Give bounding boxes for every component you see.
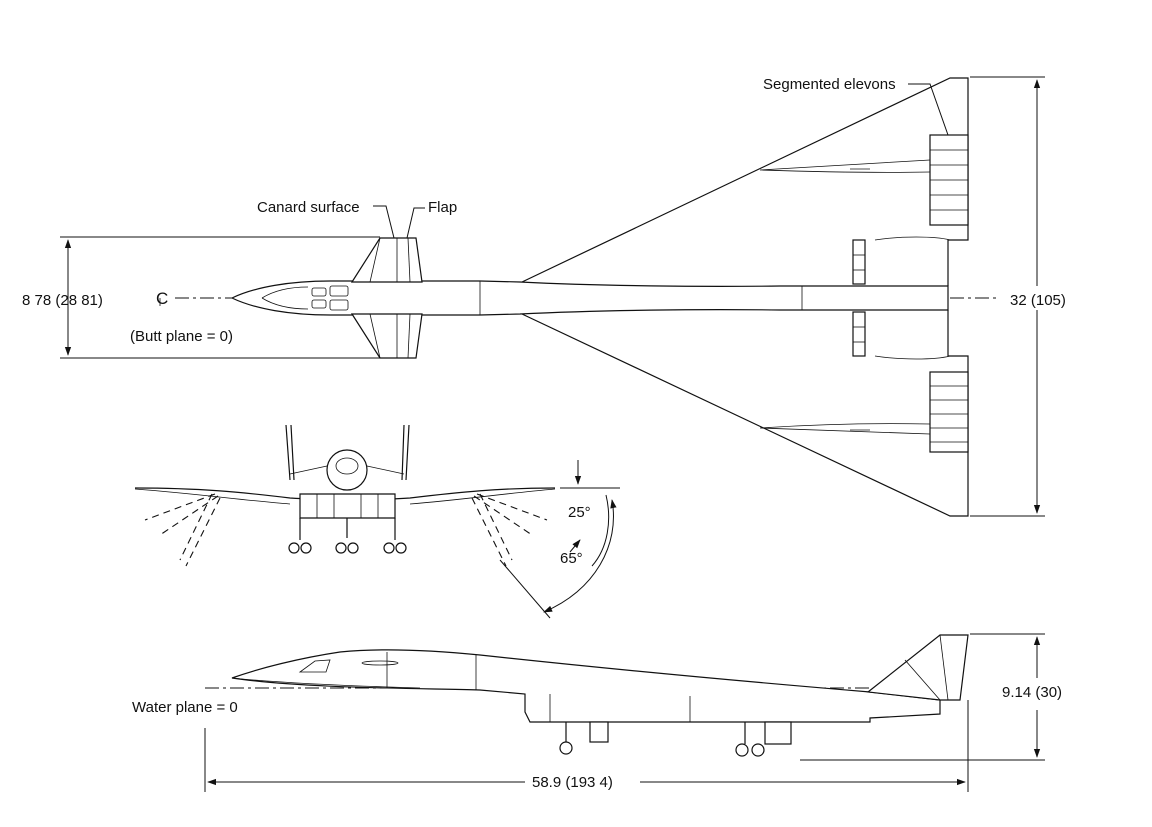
side-fuselage (231, 649, 941, 723)
segmented-elevons-label: Segmented elevons (763, 76, 896, 93)
front-fuselage (326, 449, 368, 491)
droop-angle-outer-text: 65° (560, 550, 583, 567)
front-view: 25° 65° (134, 424, 620, 619)
wing-fold-hinges (759, 159, 931, 435)
butt-plane-label: (Butt plane = 0) (130, 328, 233, 345)
centerline-symbol: C (156, 289, 168, 308)
droop-angle-inner-text: 25° (568, 504, 591, 521)
length-dimension (204, 700, 969, 792)
wing-span-dimension-text: 32 (105) (1010, 292, 1066, 309)
upper-elevons (929, 134, 969, 226)
plan-vertical-tails (852, 236, 951, 360)
cockpit-windows (261, 285, 349, 311)
lower-elevons (929, 371, 969, 453)
droop-angle-dimensions (499, 460, 620, 619)
water-plane-label: Water plane = 0 (132, 699, 238, 716)
flap-label: Flap (428, 199, 457, 216)
plan-view: Segmented elevons Canard surface Flap C … (22, 76, 1066, 517)
canard-surfaces (350, 237, 423, 359)
front-landing-gear (288, 518, 407, 554)
height-dimension (800, 633, 1045, 761)
canard-surface-label: Canard surface (257, 199, 360, 216)
canard-span-dimension-text: 8 78 (28 81) (22, 292, 103, 309)
side-landing-gear (559, 721, 792, 757)
length-dimension-text: 58.9 (193 4) (532, 774, 613, 791)
plan-fuselage (230, 280, 949, 316)
wingtip-droop-positions (144, 493, 548, 567)
height-dimension-text: 9.14 (30) (1002, 684, 1062, 701)
canard-span-dimension (60, 236, 380, 359)
wing-span-dimension (970, 76, 1045, 517)
side-view: Water plane = 0 9.14 (30) 58.9 (193 4) (132, 633, 1062, 792)
side-vertical-tail (866, 634, 969, 701)
